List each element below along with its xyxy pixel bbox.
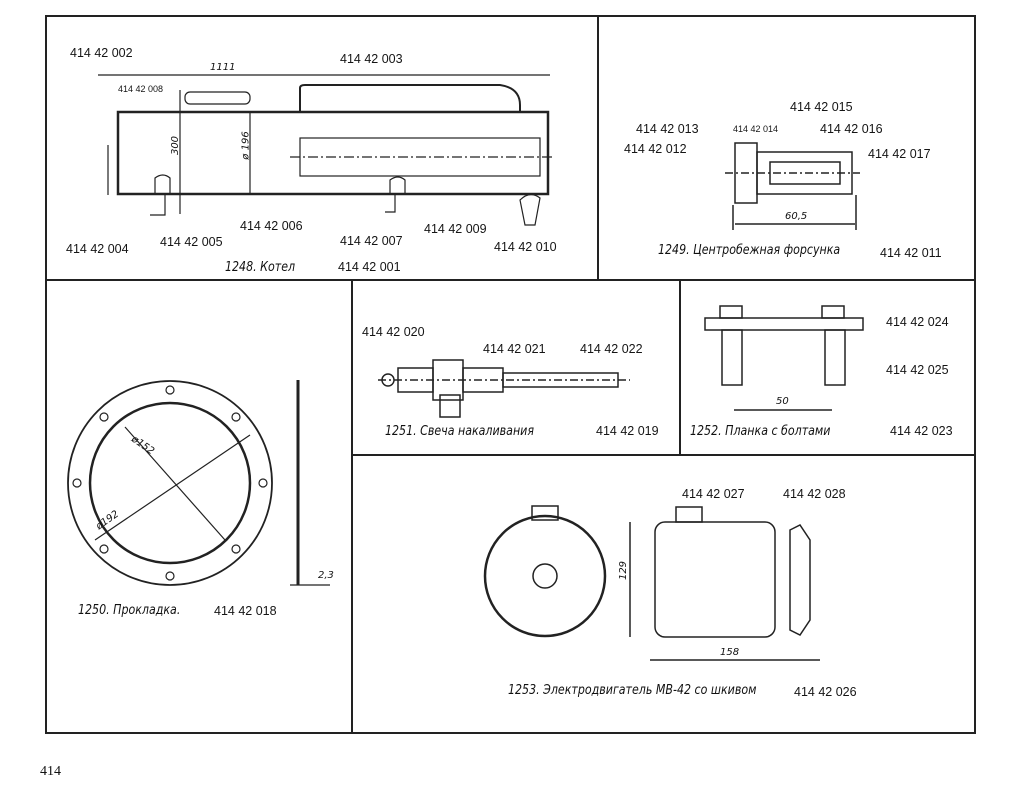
part-label: 414 42 009: [424, 222, 487, 236]
panel-frame: [45, 15, 976, 734]
part-label: 414 42 006: [240, 219, 303, 233]
page-number: 414: [40, 764, 61, 779]
part-label: 414 42 025: [886, 363, 949, 377]
part-label: 414 42 002: [70, 46, 133, 60]
part-label: 414 42 015: [790, 100, 853, 114]
figure-caption: 1252. Планка с болтами: [690, 424, 831, 439]
figure-caption: 1248. Котел: [225, 260, 296, 275]
dimension-thickness: 2,3: [318, 570, 334, 581]
figure-code: 414 42 018: [214, 604, 277, 618]
nozzle-drawing: [725, 142, 860, 230]
gasket-drawing: [67, 380, 330, 586]
part-label: 414 42 003: [340, 52, 403, 66]
part-label: 414 42 022: [580, 342, 643, 356]
plate-drawing: [704, 305, 864, 411]
boiler-drawing: [98, 74, 555, 226]
figure-code: 414 42 026: [794, 685, 857, 699]
dimension-diameter: ø 196: [240, 131, 252, 160]
part-label: 414 42 021: [483, 342, 546, 356]
figure-caption: 1249. Центробежная форсунка: [658, 243, 841, 258]
part-label: 414 42 004: [66, 242, 129, 256]
figure-caption: 1251. Свеча накаливания: [385, 424, 535, 439]
part-label: 414 42 008: [118, 84, 164, 94]
part-label: 414 42 010: [494, 240, 557, 254]
part-label: 414 42 028: [783, 487, 846, 501]
glow-plug-drawing: [378, 359, 630, 418]
gasket-bolt-holes: [72, 385, 268, 581]
dimension-height: 129: [618, 560, 630, 581]
part-label: 414 42 014: [733, 124, 779, 134]
figure-caption: 1250. Прокладка.: [78, 603, 181, 618]
part-label: 414 42 027: [682, 487, 745, 501]
part-label: 414 42 017: [868, 147, 931, 161]
motor-drawing: [483, 505, 820, 661]
part-label: 414 42 024: [886, 315, 949, 329]
dimension-length: 158: [720, 647, 740, 658]
dimension-height: 300: [170, 135, 182, 156]
part-label: 414 42 013: [636, 122, 699, 136]
dimension-spacing: 50: [776, 396, 789, 407]
part-label: 414 42 012: [624, 142, 687, 156]
part-label: 414 42 005: [160, 235, 223, 249]
figure-code: 414 42 011: [880, 246, 942, 260]
figure-caption: 1253. Электродвигатель МВ-42 со шкивом: [508, 683, 757, 698]
figure-code: 414 42 023: [890, 424, 953, 438]
figure-code: 414 42 019: [596, 424, 659, 438]
part-label: 414 42 016: [820, 122, 883, 136]
figure-code: 414 42 001: [338, 260, 401, 274]
dimension-length: 60,5: [785, 211, 808, 222]
part-label: 414 42 007: [340, 234, 403, 248]
part-label: 414 42 020: [362, 325, 425, 339]
dimension-length: 1111: [210, 62, 236, 73]
